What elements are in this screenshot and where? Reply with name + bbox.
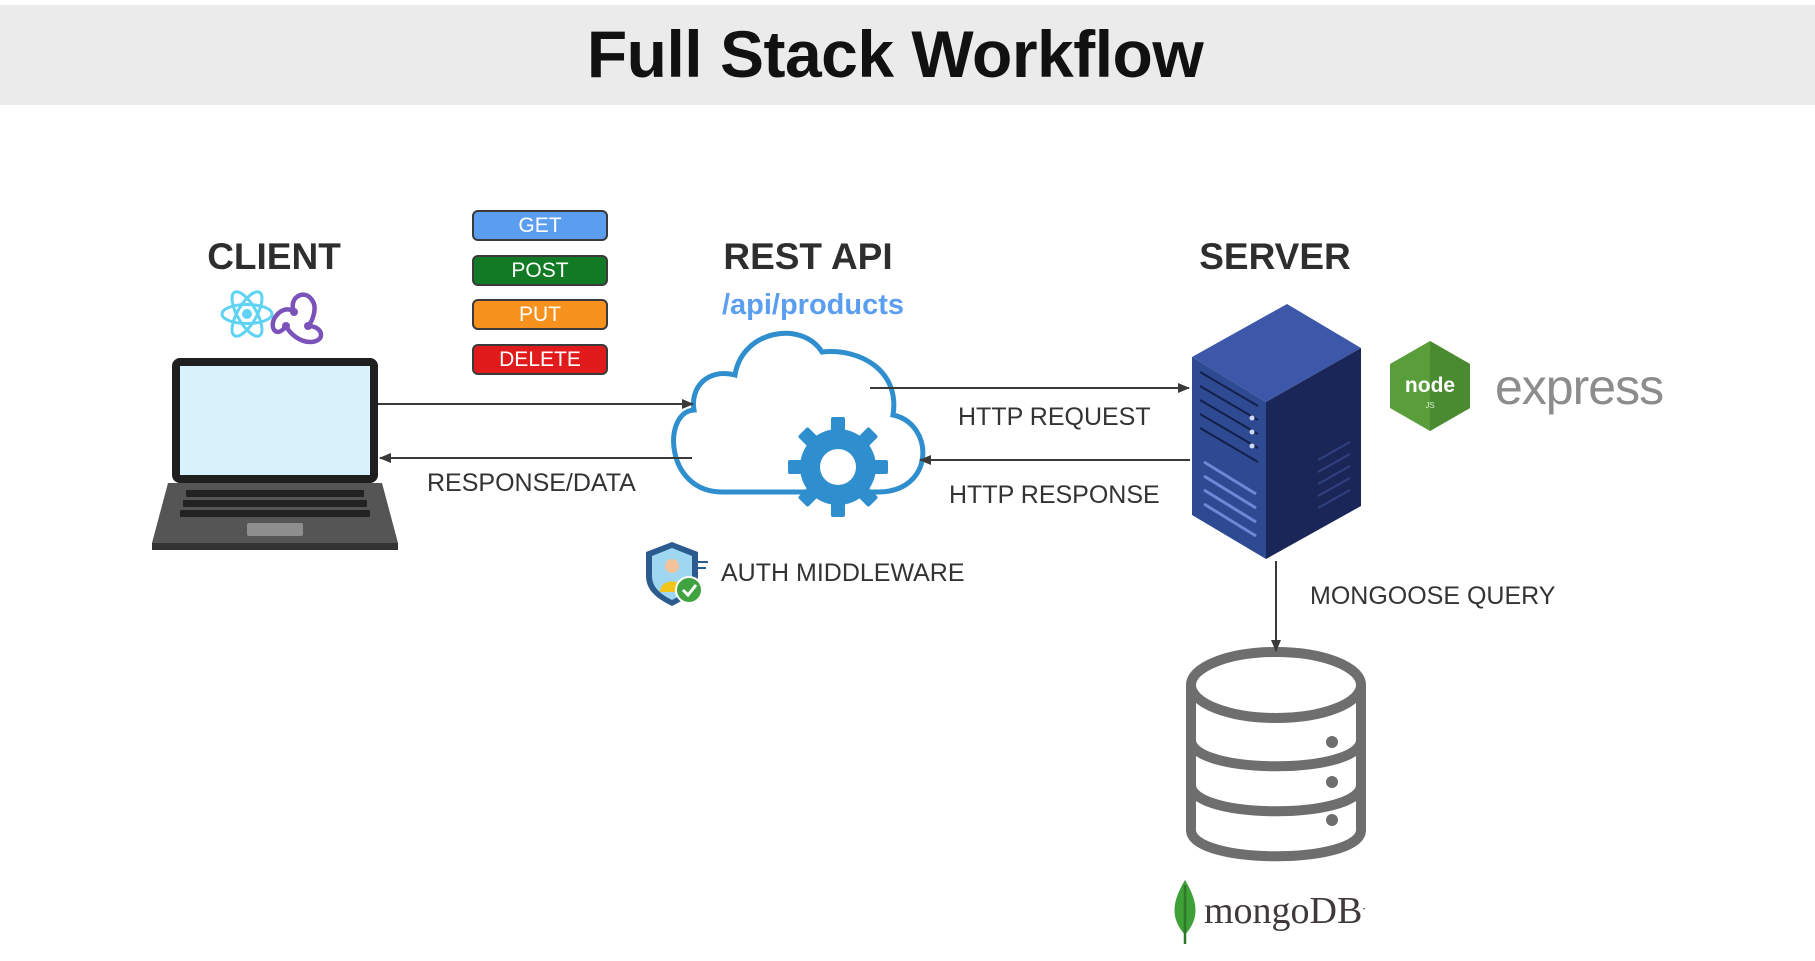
rest-api-heading: REST API [723, 236, 893, 277]
svg-text:JS: JS [1425, 401, 1434, 410]
database-icon [1186, 647, 1366, 862]
auth-middleware-label: AUTH MIDDLEWARE [721, 559, 965, 587]
page-title: Full Stack Workflow [586, 17, 1204, 91]
express-logo-text: express [1495, 359, 1664, 415]
cloud-gear-icon [671, 330, 926, 517]
method-post: POST [472, 255, 608, 286]
mongodb-brand: mongoDB [1204, 890, 1363, 932]
response-data-label: RESPONSE/DATA [427, 469, 636, 497]
shield-user-icon [646, 542, 708, 606]
api-endpoint: /api/products [721, 289, 905, 321]
http-request-label: HTTP REQUEST [958, 403, 1151, 431]
http-response-label: HTTP RESPONSE [949, 481, 1160, 509]
method-get: GET [472, 210, 608, 241]
client-heading: CLIENT [207, 236, 341, 277]
laptop-icon [152, 358, 398, 550]
method-delete: DELETE [472, 344, 608, 375]
mongodb-leaf-icon [1174, 880, 1196, 944]
redux-icon [270, 292, 324, 345]
nodejs-icon: node JS [1390, 341, 1470, 431]
svg-text:node: node [1405, 374, 1455, 397]
mongodb-brand-mark: . [1362, 898, 1366, 914]
server-heading: SERVER [1199, 236, 1351, 277]
mongodb-logo-text: mongoDB. [1204, 889, 1366, 933]
server-rack-icon [1192, 304, 1361, 559]
title-bar [0, 5, 1815, 105]
mongoose-query-label: MONGOOSE QUERY [1310, 582, 1556, 610]
method-put: PUT [472, 299, 608, 330]
react-icon [220, 290, 274, 338]
